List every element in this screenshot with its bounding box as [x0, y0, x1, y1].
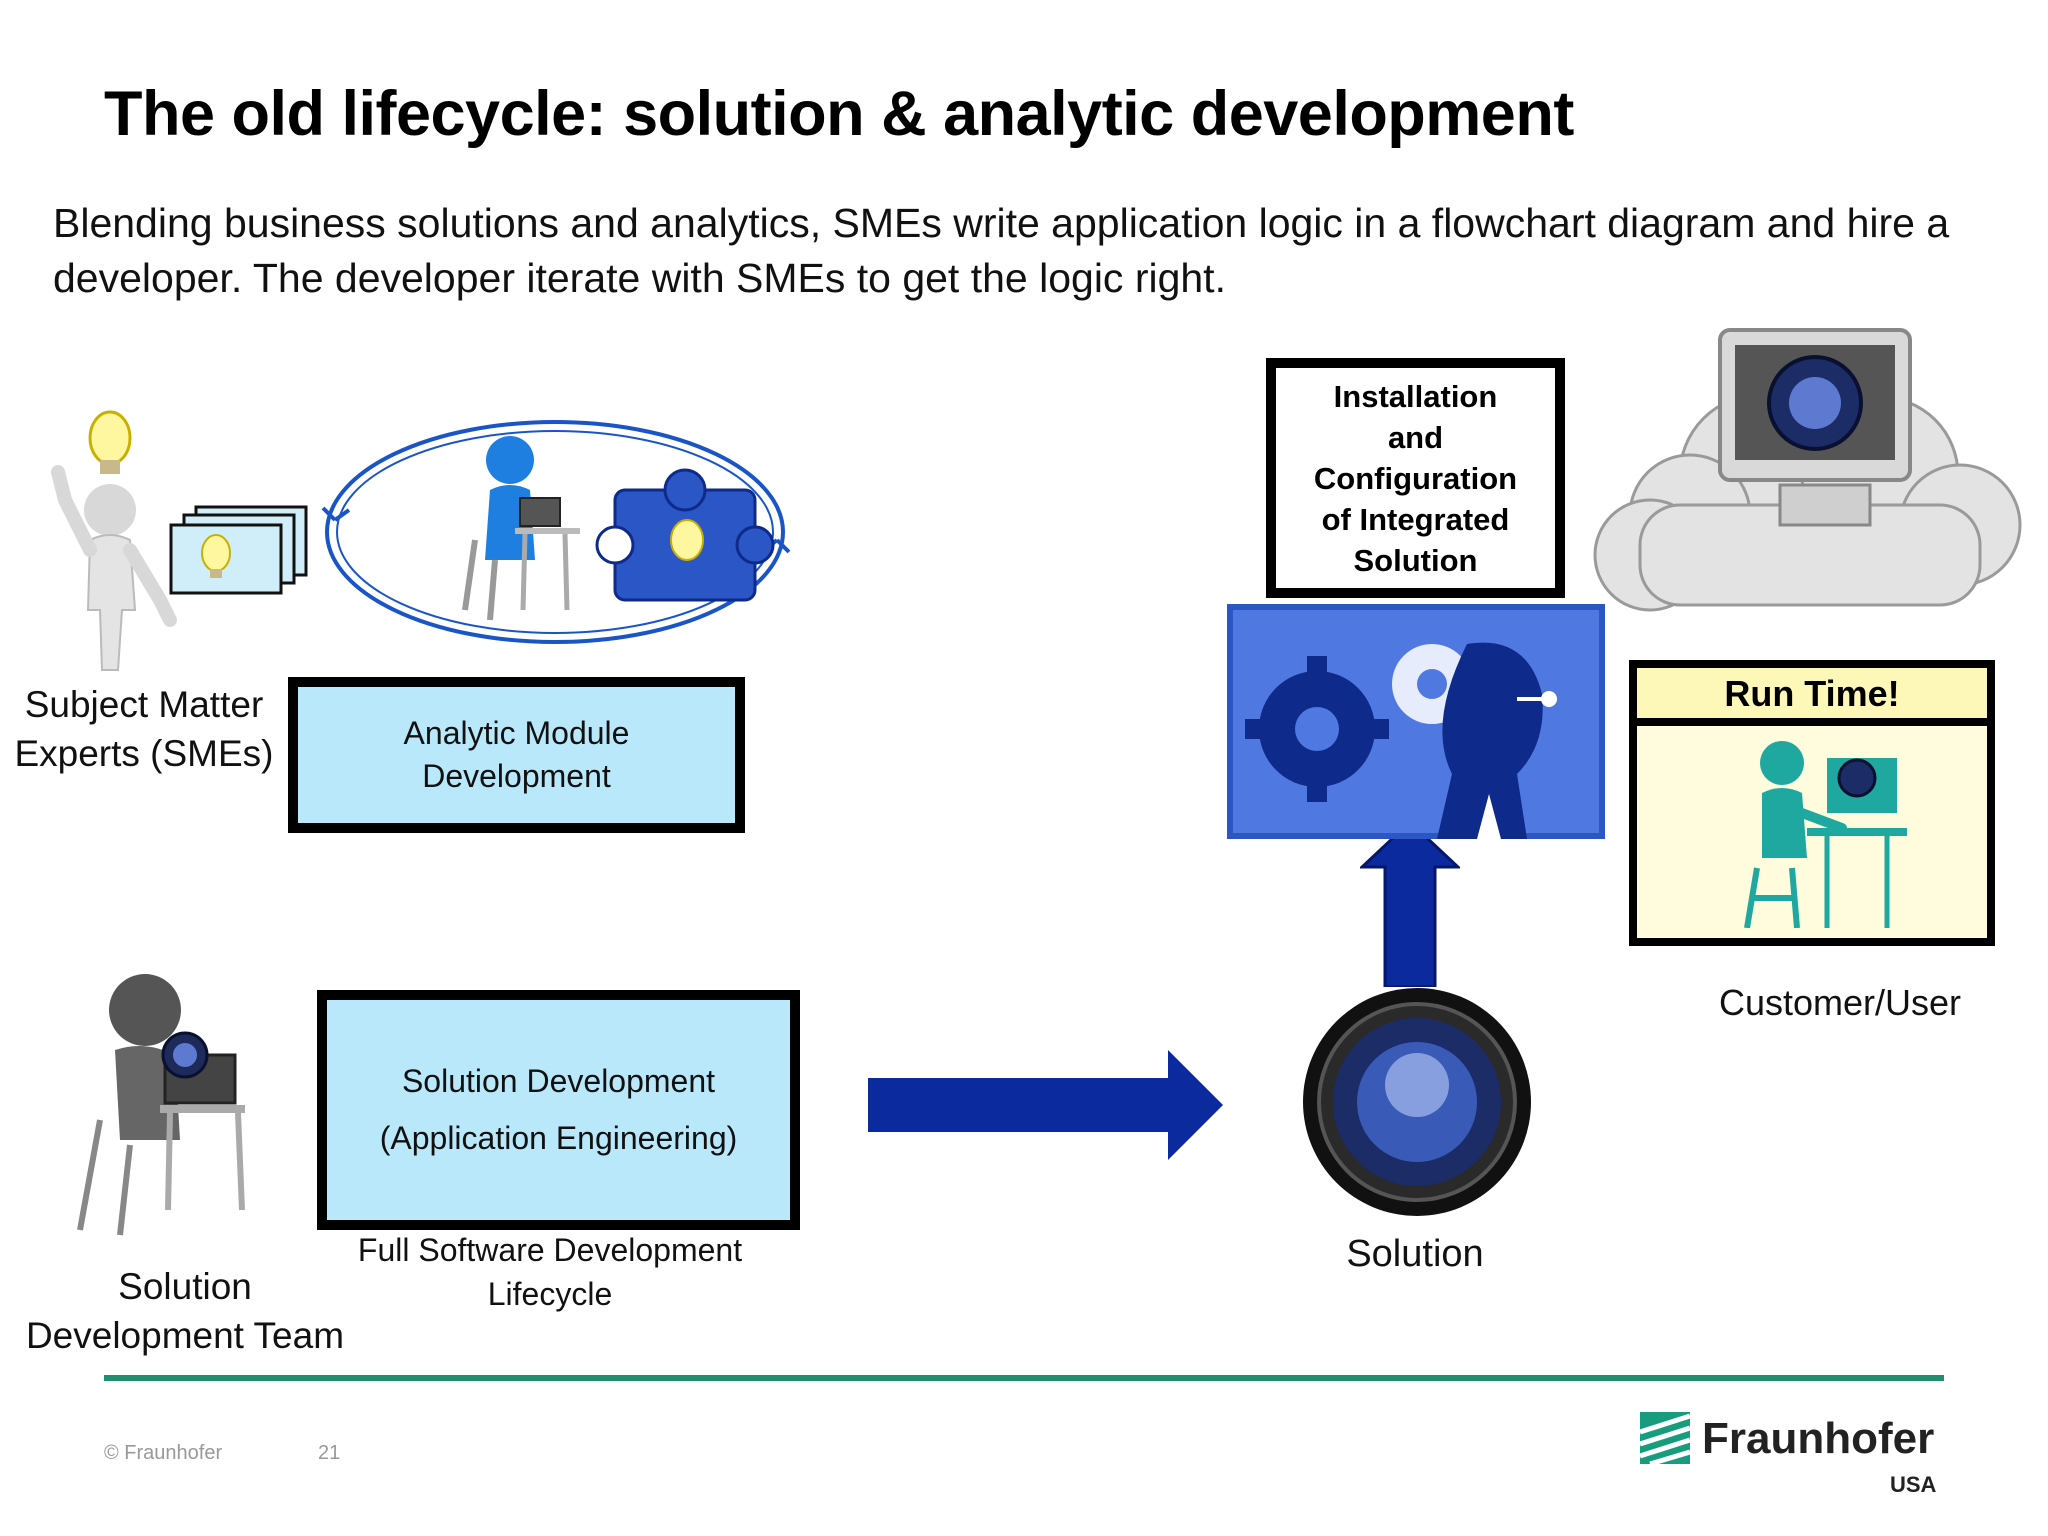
- runtime-panel: Run Time!: [1629, 660, 1995, 946]
- footer-page-number: 21: [318, 1442, 341, 1464]
- team-label: Solution Development Team: [25, 1266, 345, 1356]
- iteration-cycle-icon: [321, 420, 791, 644]
- analytic-module-text-1: Analytic Module: [403, 715, 630, 751]
- footer-copyright: © Fraunhofer: [104, 1442, 223, 1464]
- up-arrow-icon: [1360, 822, 1460, 987]
- fraunhofer-logo-name: Fraunhofer: [1702, 1414, 1935, 1463]
- right-arrow-icon: [868, 1050, 1223, 1160]
- configuration-gears-icon: [1227, 604, 1605, 839]
- cloud-computer-icon: [1593, 328, 2022, 612]
- analytic-module-text-2: Development: [422, 758, 611, 794]
- solution-development-box: Solution Development (Application Engine…: [317, 990, 800, 1230]
- fraunhofer-logo-usa: USA: [1890, 1472, 1937, 1497]
- slide-title: The old lifecycle: solution & analytic d…: [104, 79, 1574, 149]
- solution-label: Solution: [1346, 1233, 1484, 1275]
- idea-cards-icon: [169, 505, 308, 595]
- fraunhofer-logo-icon: [1640, 1412, 1690, 1464]
- sme-label: Subject Matter Experts (SMEs): [14, 684, 274, 774]
- full-sdlc-label: Full Software Development Lifecycle: [357, 1232, 743, 1312]
- sme-person-icon: [51, 410, 177, 671]
- user-at-desk-icon: [1744, 741, 1907, 928]
- installation-box: Installation and Configuration of Integr…: [1266, 358, 1565, 598]
- analytic-module-box: Analytic Module Development: [288, 677, 745, 833]
- solution-dev-text-2: (Application Engineering): [379, 1120, 738, 1156]
- developer-person-icon: [77, 974, 245, 1236]
- solution-dev-text-1: Solution Development: [401, 1063, 716, 1099]
- slide-subtitle: Blending business solutions and analytic…: [53, 200, 1950, 301]
- customer-label: Customer/User: [1718, 982, 1962, 1023]
- footer-divider: [104, 1375, 1944, 1381]
- solution-lens-icon: [1303, 988, 1531, 1216]
- runtime-header: Run Time!: [1637, 668, 1987, 726]
